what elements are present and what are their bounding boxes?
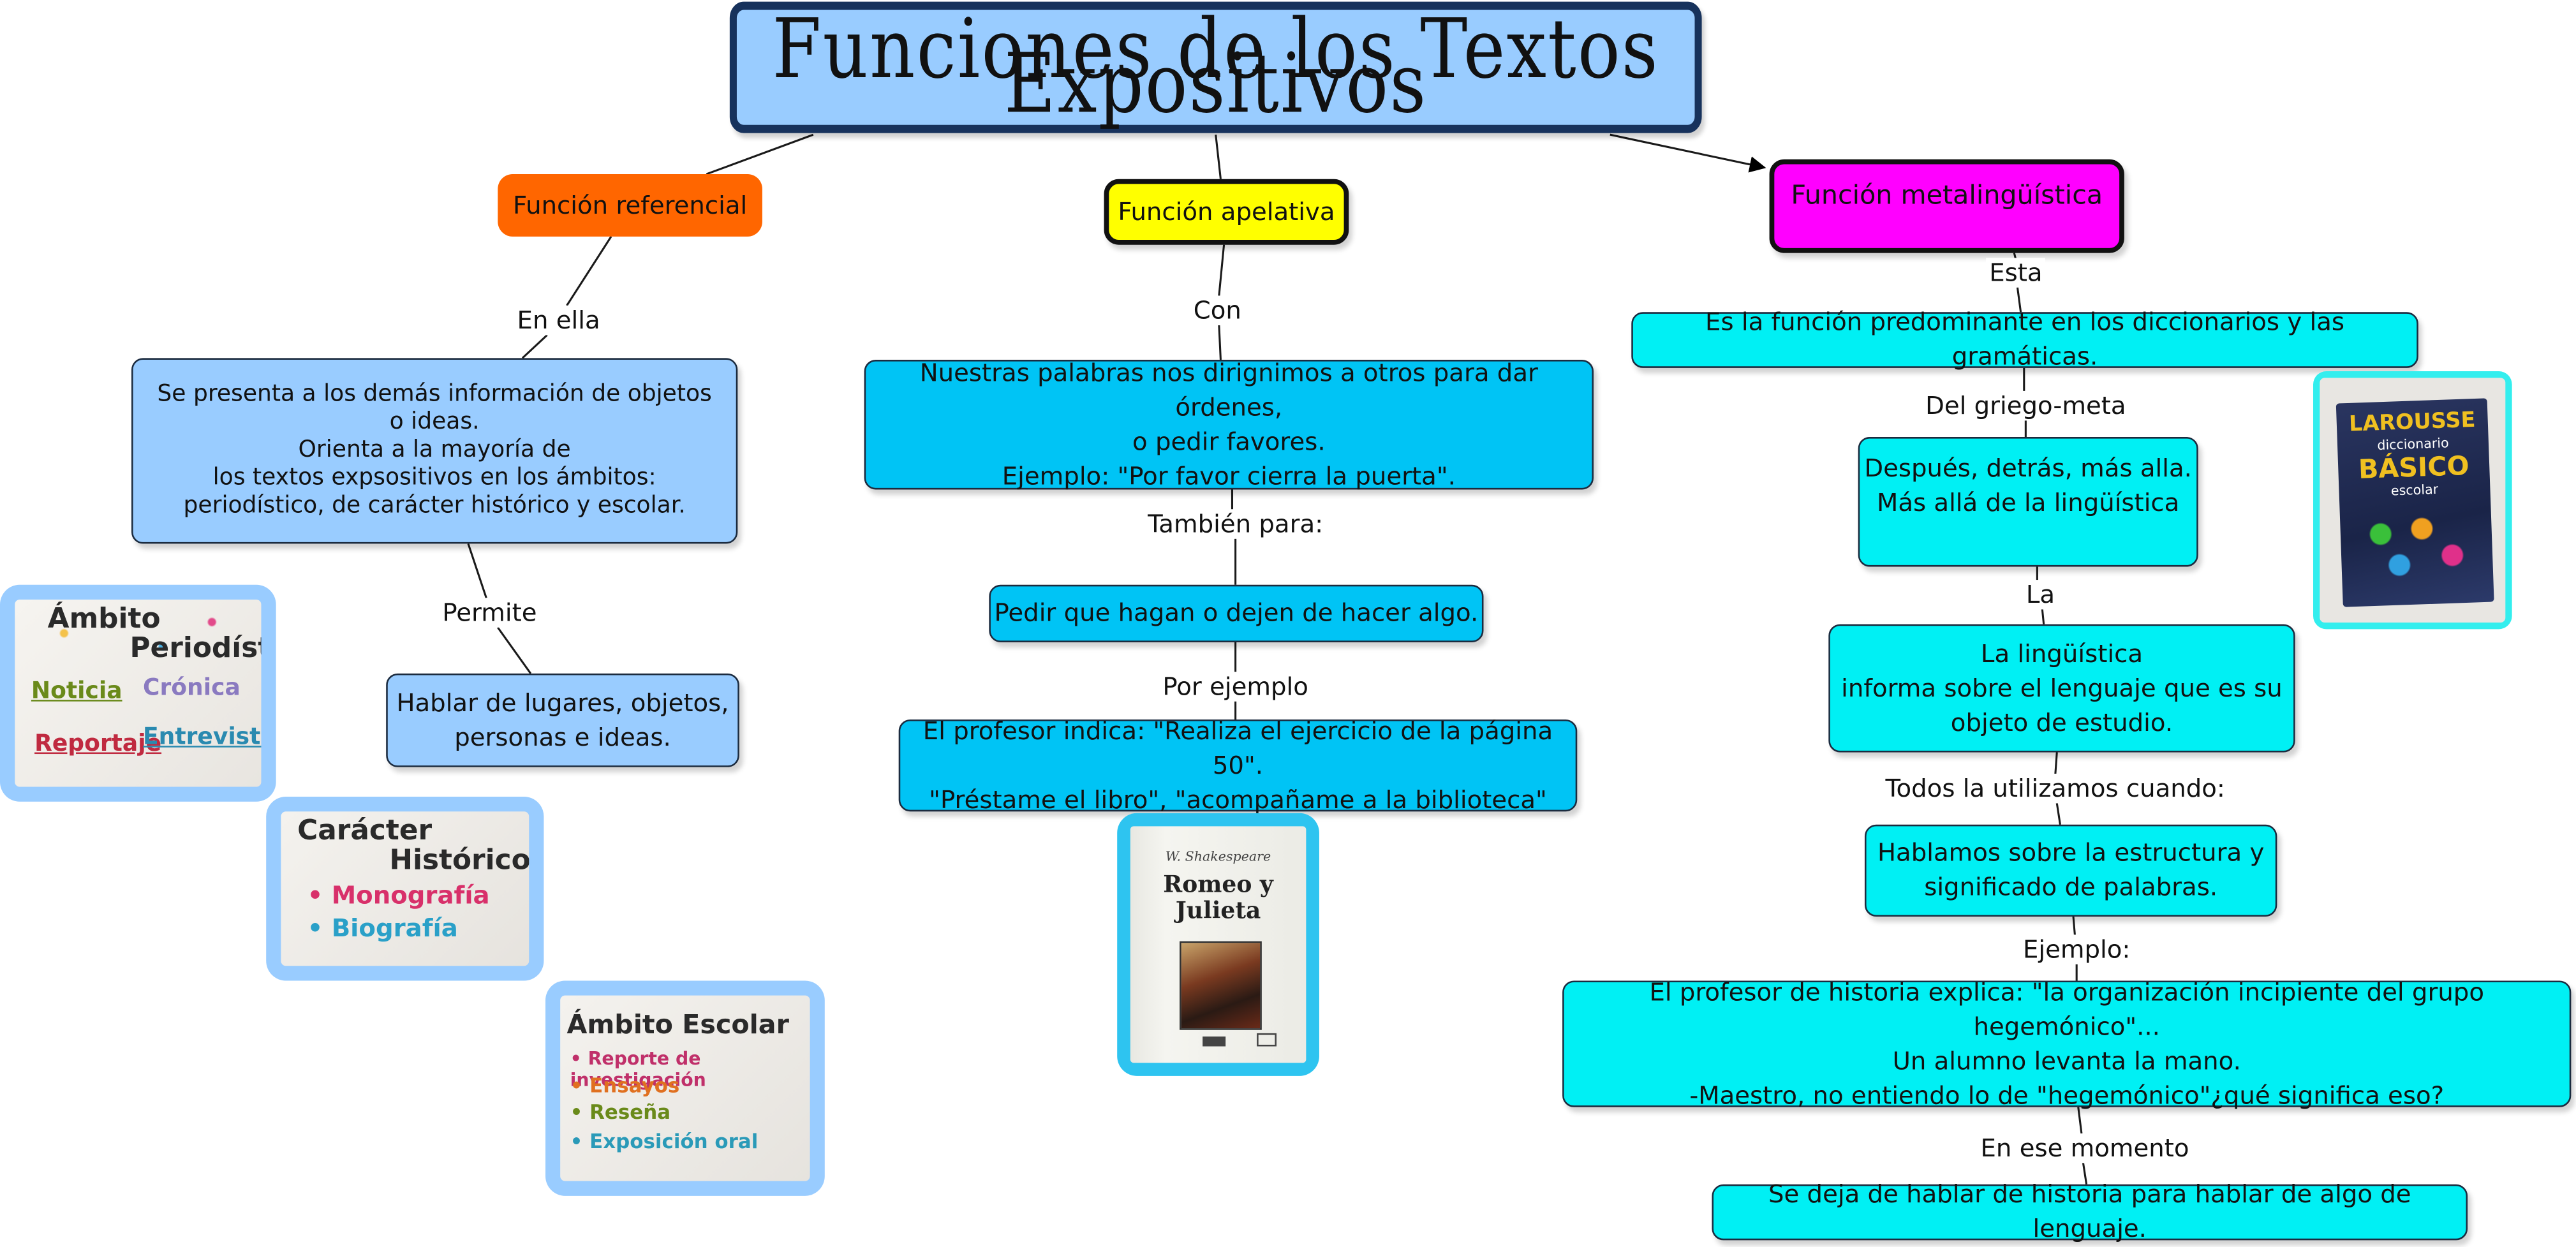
meta-cuando-text: Hablamos sobre la estructura y significa… xyxy=(1877,837,2265,902)
page-title-text: Funciones de los Textos Expositivos xyxy=(772,1,1659,132)
escolar-item-ensayos: • Ensayos xyxy=(570,1074,680,1098)
function-referencial-label: Función referencial xyxy=(512,189,748,219)
link-label-con: Con xyxy=(1190,295,1245,325)
dictionary-brand: LAROUSSE xyxy=(2348,408,2476,438)
periodistico-item-entrevista: Entrevista xyxy=(143,724,261,751)
periodistico-title-1: Ámbito xyxy=(47,603,161,636)
historico-item-biografia: • Biografía xyxy=(307,913,458,943)
image-ambito-escolar: Ámbito Escolar • Reporte de investigació… xyxy=(545,980,825,1196)
referencial-permite-node[interactable]: Hablar de lugares, objetos, personas e i… xyxy=(386,673,739,767)
caracter-historico-card: Carácter Histórico • Monografía • Biogra… xyxy=(281,811,529,966)
function-apelativa-label: Función apelativa xyxy=(1118,196,1335,226)
meta-definition-node[interactable]: Es la función predominante en los diccio… xyxy=(1631,307,2418,371)
apelativa-definition-text: Nuestras palabras nos dirignimos a otros… xyxy=(919,357,1538,491)
meta-resultado-node[interactable]: Se deja de hablar de historia para habla… xyxy=(1712,1179,2468,1244)
function-referencial-node[interactable]: Función referencial xyxy=(498,173,762,237)
image-larousse-dictionary: LAROUSSE diccionario BÁSICO escolar xyxy=(2313,371,2512,630)
apelativa-tambien-text: Pedir que hagan o dejen de hacer algo. xyxy=(994,598,1479,628)
escolar-title: Ámbito Escolar xyxy=(566,1008,789,1040)
escolar-item-resena: • Reseña xyxy=(570,1100,671,1124)
ambito-escolar-card: Ámbito Escolar • Reporte de investigació… xyxy=(560,995,810,1181)
meta-cuando-node[interactable]: Hablamos sobre la estructura y significa… xyxy=(1864,824,2277,917)
referencial-definition-node[interactable]: Se presenta a los demás información de o… xyxy=(131,358,738,544)
function-metalinguistica-node[interactable]: Función metalingüística xyxy=(1769,159,2124,253)
link-label-la: La xyxy=(2022,580,2059,610)
escolar-item-reporte: • Reporte de investigación xyxy=(570,1048,706,1091)
book-series-mark xyxy=(1257,1033,1277,1047)
meta-griego-text: Después, detrás, más alla. Más allá de l… xyxy=(1864,453,2192,518)
historico-title-2: Histórico xyxy=(389,844,529,878)
image-ambito-periodistico: Ámbito Periodístico Noticia Crónica Repo… xyxy=(0,584,276,802)
link-label-del-griego-meta: Del griego-meta xyxy=(1921,390,2129,421)
periodistico-item-noticia: Noticia xyxy=(31,678,122,705)
meta-griego-node[interactable]: Después, detrás, más alla. Más allá de l… xyxy=(1858,437,2198,567)
image-romeo-y-julieta-book: W. Shakespeare Romeo y Julieta xyxy=(1117,813,1319,1076)
page-title: Funciones de los Textos Expositivos xyxy=(729,1,1702,133)
link-label-todos-la-utilizamos: Todos la utilizamos cuando: xyxy=(1882,773,2229,804)
meta-linguistica-text: La lingüística informa sobre el lenguaje… xyxy=(1841,638,2283,737)
dictionary-letters-art xyxy=(2356,507,2478,591)
book-author: W. Shakespeare xyxy=(1165,849,1271,864)
link-label-en-ese-momento: En ese momento xyxy=(1977,1133,2193,1163)
book-cover: W. Shakespeare Romeo y Julieta xyxy=(1130,826,1307,1063)
historico-title-1: Carácter xyxy=(297,815,433,848)
apelativa-ejemplo-text: El profesor indica: "Realiza el ejercici… xyxy=(922,715,1553,815)
image-caracter-historico: Carácter Histórico • Monografía • Biogra… xyxy=(266,797,544,981)
dictionary-cover: LAROUSSE diccionario BÁSICO escolar xyxy=(2335,398,2494,607)
book-title: Romeo y Julieta xyxy=(1163,872,1273,925)
link-label-esta: Esta xyxy=(1986,258,2046,288)
apelativa-definition-node[interactable]: Nuestras palabras nos dirignimos a otros… xyxy=(864,357,1594,491)
function-apelativa-node[interactable]: Función apelativa xyxy=(1104,179,1349,245)
referencial-definition-text: Se presenta a los demás información de o… xyxy=(157,381,712,519)
dictionary-photo: LAROUSSE diccionario BÁSICO escolar xyxy=(2320,378,2506,623)
link-label-ejemplo: Ejemplo: xyxy=(2019,934,2134,964)
historico-item-monografia: • Monografía xyxy=(307,880,490,910)
link-label-por-ejemplo: Por ejemplo xyxy=(1159,672,1312,702)
meta-linguistica-node[interactable]: La lingüística informa sobre el lenguaje… xyxy=(1828,624,2295,753)
link-label-tambien-para: También para: xyxy=(1144,509,1327,539)
function-metalinguistica-label: Función metalingüística xyxy=(1791,179,2103,210)
dictionary-line-2: BÁSICO xyxy=(2358,450,2470,485)
link-label-permite: Permite xyxy=(439,598,540,628)
meta-definition-text: Es la función predominante en los diccio… xyxy=(1705,307,2345,372)
meta-resultado-text: Se deja de hablar de historia para habla… xyxy=(1768,1179,2411,1244)
referencial-permite-text: Hablar de lugares, objetos, personas e i… xyxy=(396,687,729,752)
meta-ejemplo-text: El profesor de historia explica: "la org… xyxy=(1649,977,2484,1110)
book-publisher-mark xyxy=(1203,1037,1226,1047)
book-painting xyxy=(1180,941,1262,1030)
periodistico-item-cronica: Crónica xyxy=(143,675,241,702)
ambito-periodistico-card: Ámbito Periodístico Noticia Crónica Repo… xyxy=(15,599,262,787)
periodistico-title-2: Periodístico xyxy=(130,632,261,665)
apelativa-tambien-node[interactable]: Pedir que hagan o dejen de hacer algo. xyxy=(989,584,1484,642)
periodistico-item-reportaje: Reportaje xyxy=(34,731,162,758)
apelativa-ejemplo-node[interactable]: El profesor indica: "Realiza el ejercici… xyxy=(898,716,1578,814)
meta-ejemplo-node[interactable]: El profesor de historia explica: "la org… xyxy=(1562,977,2572,1110)
escolar-item-exposicion: • Exposición oral xyxy=(570,1130,759,1153)
link-label-en-ella: En ella xyxy=(514,306,603,336)
